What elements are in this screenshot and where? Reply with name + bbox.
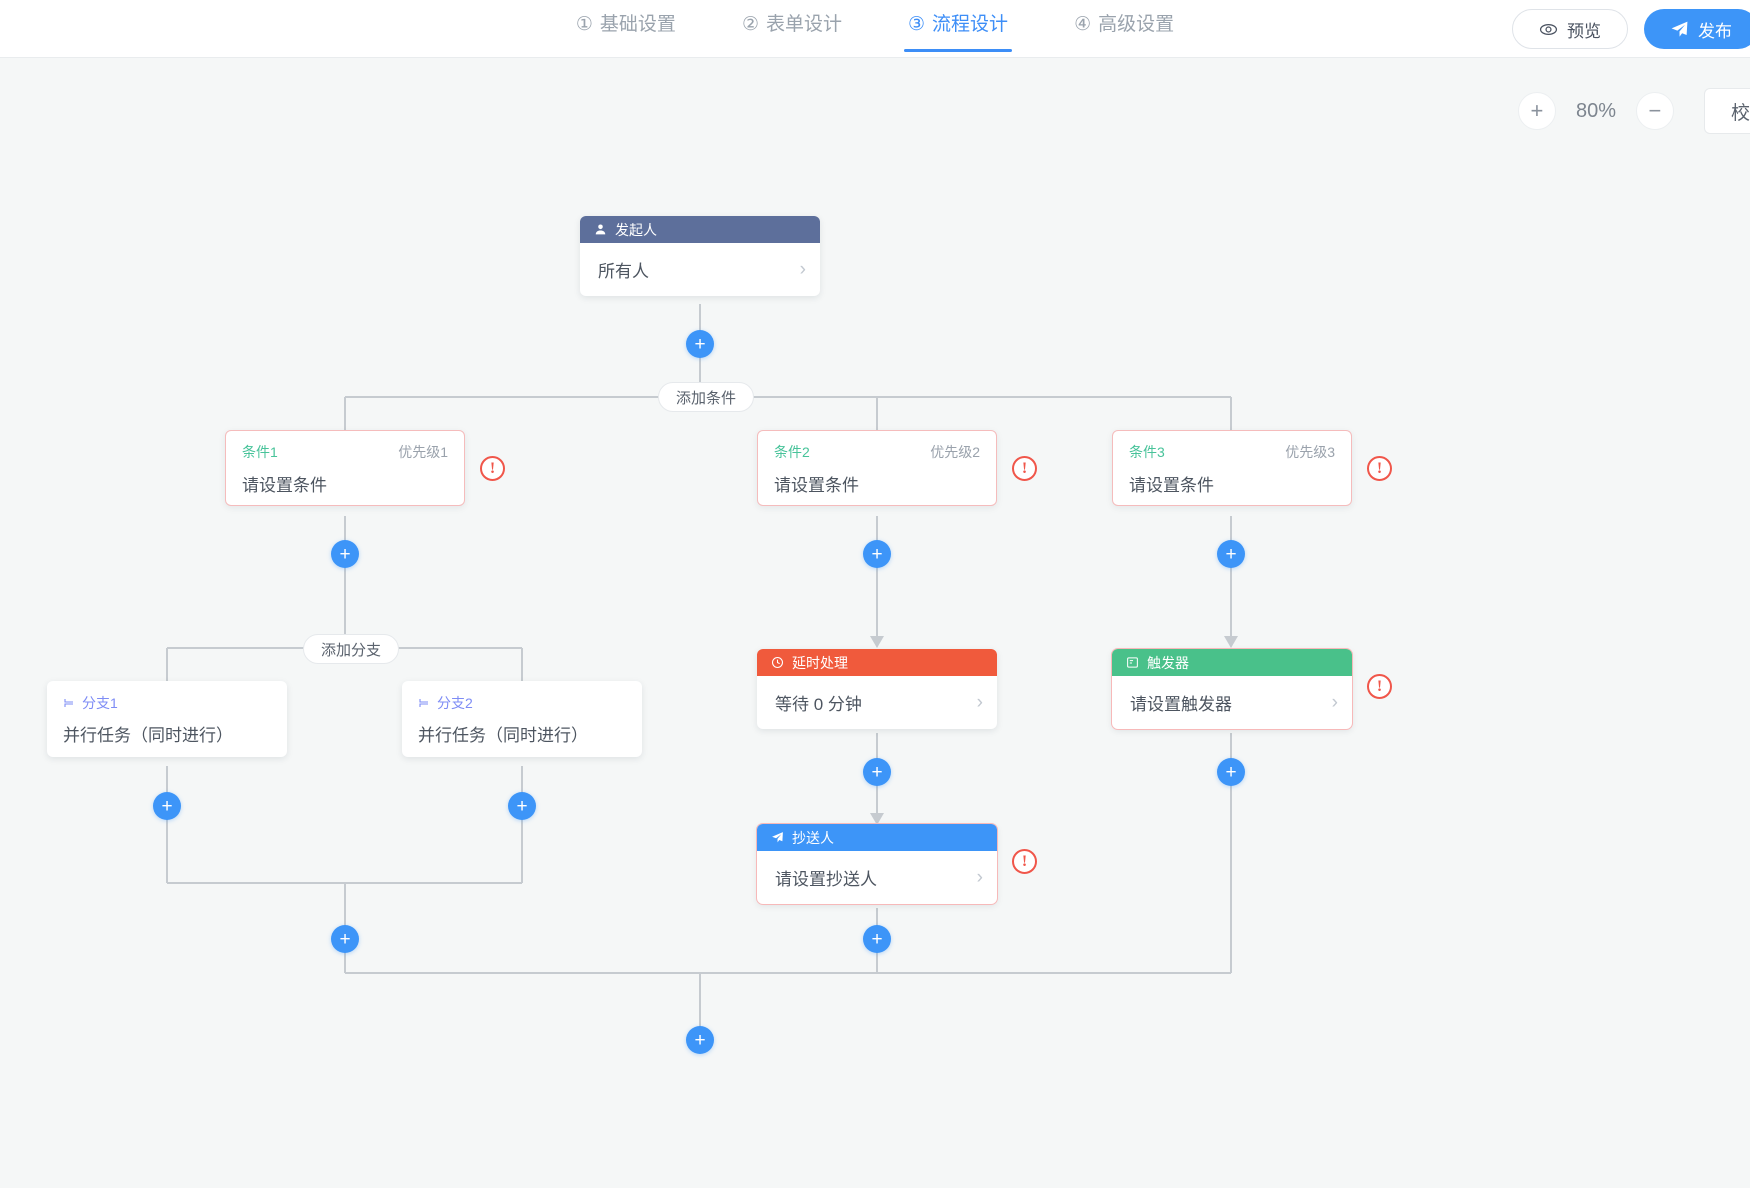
branch-2-value: 并行任务（同时进行） bbox=[418, 726, 588, 745]
preview-label: 预览 bbox=[1567, 21, 1601, 41]
add-node-after-condition-1-button[interactable]: + bbox=[331, 540, 359, 568]
app-header: ① 基础设置 ② 表单设计 ③ 流程设计 ④ 高级设置 预览 bbox=[0, 0, 1750, 58]
add-node-end-button[interactable]: + bbox=[686, 1026, 714, 1054]
node-initiator-title: 发起人 bbox=[615, 221, 657, 238]
node-branch-2[interactable]: 分支2 并行任务（同时进行） bbox=[402, 681, 642, 757]
step-label-3: 流程设计 bbox=[932, 14, 1009, 35]
condition-2-priority: 优先级2 bbox=[930, 444, 980, 460]
branch-1-value: 并行任务（同时进行） bbox=[63, 726, 233, 745]
branch-1-header: 分支1 bbox=[47, 681, 287, 713]
node-condition-1[interactable]: 条件1 优先级1 请设置条件 bbox=[225, 430, 465, 506]
chevron-right-icon: › bbox=[976, 866, 983, 888]
condition-3-priority: 优先级3 bbox=[1285, 444, 1335, 460]
preview-button[interactable]: 预览 bbox=[1512, 9, 1628, 49]
header-actions: 预览 发布 bbox=[1512, 0, 1750, 58]
flow-connectors bbox=[166, 304, 1238, 1040]
chevron-right-icon: › bbox=[1331, 691, 1338, 713]
condition-3-header: 条件3 优先级3 bbox=[1113, 431, 1351, 462]
condition-2-value: 请设置条件 bbox=[774, 476, 859, 495]
publish-label: 发布 bbox=[1698, 21, 1732, 41]
node-condition-2[interactable]: 条件2 优先级2 请设置条件 bbox=[757, 430, 997, 506]
node-cc-header: 抄送人 bbox=[757, 824, 997, 851]
node-trigger[interactable]: 触发器 请设置触发器 › bbox=[1112, 649, 1352, 729]
condition-3-name: 条件3 bbox=[1129, 444, 1165, 460]
eye-icon bbox=[1539, 20, 1558, 39]
publish-button[interactable]: 发布 bbox=[1644, 9, 1750, 49]
condition-2-warning-icon[interactable]: ! bbox=[1012, 456, 1037, 481]
step-number-4: ④ bbox=[1074, 14, 1092, 35]
zoom-in-button[interactable]: + bbox=[1517, 92, 1556, 130]
condition-1-header: 条件1 优先级1 bbox=[226, 431, 464, 462]
node-cc-body[interactable]: 请设置抄送人 › bbox=[757, 851, 997, 904]
condition-1-value: 请设置条件 bbox=[242, 476, 327, 495]
node-delay-value: 等待 0 分钟 bbox=[775, 695, 862, 714]
node-branch-1[interactable]: 分支1 并行任务（同时进行） bbox=[47, 681, 287, 757]
validate-process-button[interactable]: 校验流程 bbox=[1703, 88, 1750, 134]
step-nav: ① 基础设置 ② 表单设计 ③ 流程设计 ④ 高级设置 bbox=[0, 0, 1750, 58]
node-trigger-body[interactable]: 请设置触发器 › bbox=[1112, 676, 1352, 729]
send-icon bbox=[1670, 20, 1689, 39]
tab-advanced-settings[interactable]: ④ 高级设置 bbox=[1070, 8, 1178, 52]
add-node-after-delay-button[interactable]: + bbox=[863, 758, 891, 786]
add-node-after-cc-button[interactable]: + bbox=[863, 925, 891, 953]
node-cc-value: 请设置抄送人 bbox=[775, 870, 877, 889]
flow-canvas[interactable]: 发起人 所有人 › + 添加条件 条件1 优先级1 请设置条件 ! + 条件2 … bbox=[0, 58, 1750, 1188]
condition-3-warning-icon[interactable]: ! bbox=[1367, 456, 1392, 481]
node-delay-header: 延时处理 bbox=[757, 649, 997, 676]
condition-2-header: 条件2 优先级2 bbox=[758, 431, 996, 462]
user-icon bbox=[594, 223, 607, 236]
step-label-1: 基础设置 bbox=[599, 14, 676, 35]
trigger-icon bbox=[1126, 656, 1139, 669]
add-node-after-branch-1-button[interactable]: + bbox=[153, 792, 181, 820]
add-node-after-trigger-button[interactable]: + bbox=[1217, 758, 1245, 786]
add-node-after-branches-button[interactable]: + bbox=[331, 925, 359, 953]
trigger-warning-icon[interactable]: ! bbox=[1367, 674, 1392, 699]
node-cc-title: 抄送人 bbox=[792, 829, 834, 846]
node-trigger-value: 请设置触发器 bbox=[1130, 695, 1232, 714]
add-branch-button[interactable]: 添加分支 bbox=[303, 634, 400, 664]
add-node-after-condition-3-button[interactable]: + bbox=[1217, 540, 1245, 568]
chevron-right-icon: › bbox=[976, 691, 983, 713]
node-initiator-body[interactable]: 所有人 › bbox=[580, 243, 820, 296]
add-node-after-condition-2-button[interactable]: + bbox=[863, 540, 891, 568]
node-cc[interactable]: 抄送人 请设置抄送人 › bbox=[757, 824, 997, 904]
condition-1-warning-icon[interactable]: ! bbox=[480, 456, 505, 481]
add-node-after-branch-2-button[interactable]: + bbox=[508, 792, 536, 820]
condition-1-priority: 优先级1 bbox=[398, 444, 448, 460]
step-label-2: 表单设计 bbox=[765, 14, 842, 35]
node-condition-3[interactable]: 条件3 优先级3 请设置条件 bbox=[1112, 430, 1352, 506]
step-number-1: ① bbox=[575, 14, 593, 35]
clock-icon bbox=[771, 656, 784, 669]
zoom-toolbar: + 80% − 校验流程 bbox=[1517, 88, 1750, 134]
add-node-after-initiator-button[interactable]: + bbox=[686, 330, 714, 358]
branch-2-header: 分支2 bbox=[402, 681, 642, 713]
node-initiator-value: 所有人 bbox=[598, 262, 649, 281]
branch-icon bbox=[418, 697, 430, 709]
node-delay-title: 延时处理 bbox=[792, 654, 848, 671]
step-number-3: ③ bbox=[908, 14, 926, 35]
chevron-right-icon: › bbox=[799, 258, 806, 280]
node-initiator[interactable]: 发起人 所有人 › bbox=[580, 216, 820, 296]
tab-process-design[interactable]: ③ 流程设计 bbox=[904, 8, 1013, 52]
node-trigger-header: 触发器 bbox=[1112, 649, 1352, 676]
branch-2-name: 分支2 bbox=[437, 695, 473, 711]
node-delay-body[interactable]: 等待 0 分钟 › bbox=[757, 676, 997, 729]
send-icon bbox=[771, 831, 784, 844]
zoom-percent: 80% bbox=[1575, 99, 1616, 122]
condition-3-value: 请设置条件 bbox=[1129, 476, 1214, 495]
branch-1-name: 分支1 bbox=[82, 695, 118, 711]
step-number-2: ② bbox=[741, 14, 759, 35]
branch-icon bbox=[63, 697, 75, 709]
node-initiator-header: 发起人 bbox=[580, 216, 820, 243]
tab-form-design[interactable]: ② 表单设计 bbox=[738, 8, 846, 52]
zoom-out-button[interactable]: − bbox=[1635, 92, 1674, 130]
tab-basic-settings[interactable]: ① 基础设置 bbox=[572, 8, 680, 52]
add-condition-button[interactable]: 添加条件 bbox=[658, 382, 755, 412]
node-delay[interactable]: 延时处理 等待 0 分钟 › bbox=[757, 649, 997, 729]
condition-1-name: 条件1 bbox=[242, 444, 278, 460]
condition-2-name: 条件2 bbox=[774, 444, 810, 460]
step-label-4: 高级设置 bbox=[1098, 14, 1175, 35]
cc-warning-icon[interactable]: ! bbox=[1012, 849, 1037, 874]
node-trigger-title: 触发器 bbox=[1147, 654, 1189, 671]
